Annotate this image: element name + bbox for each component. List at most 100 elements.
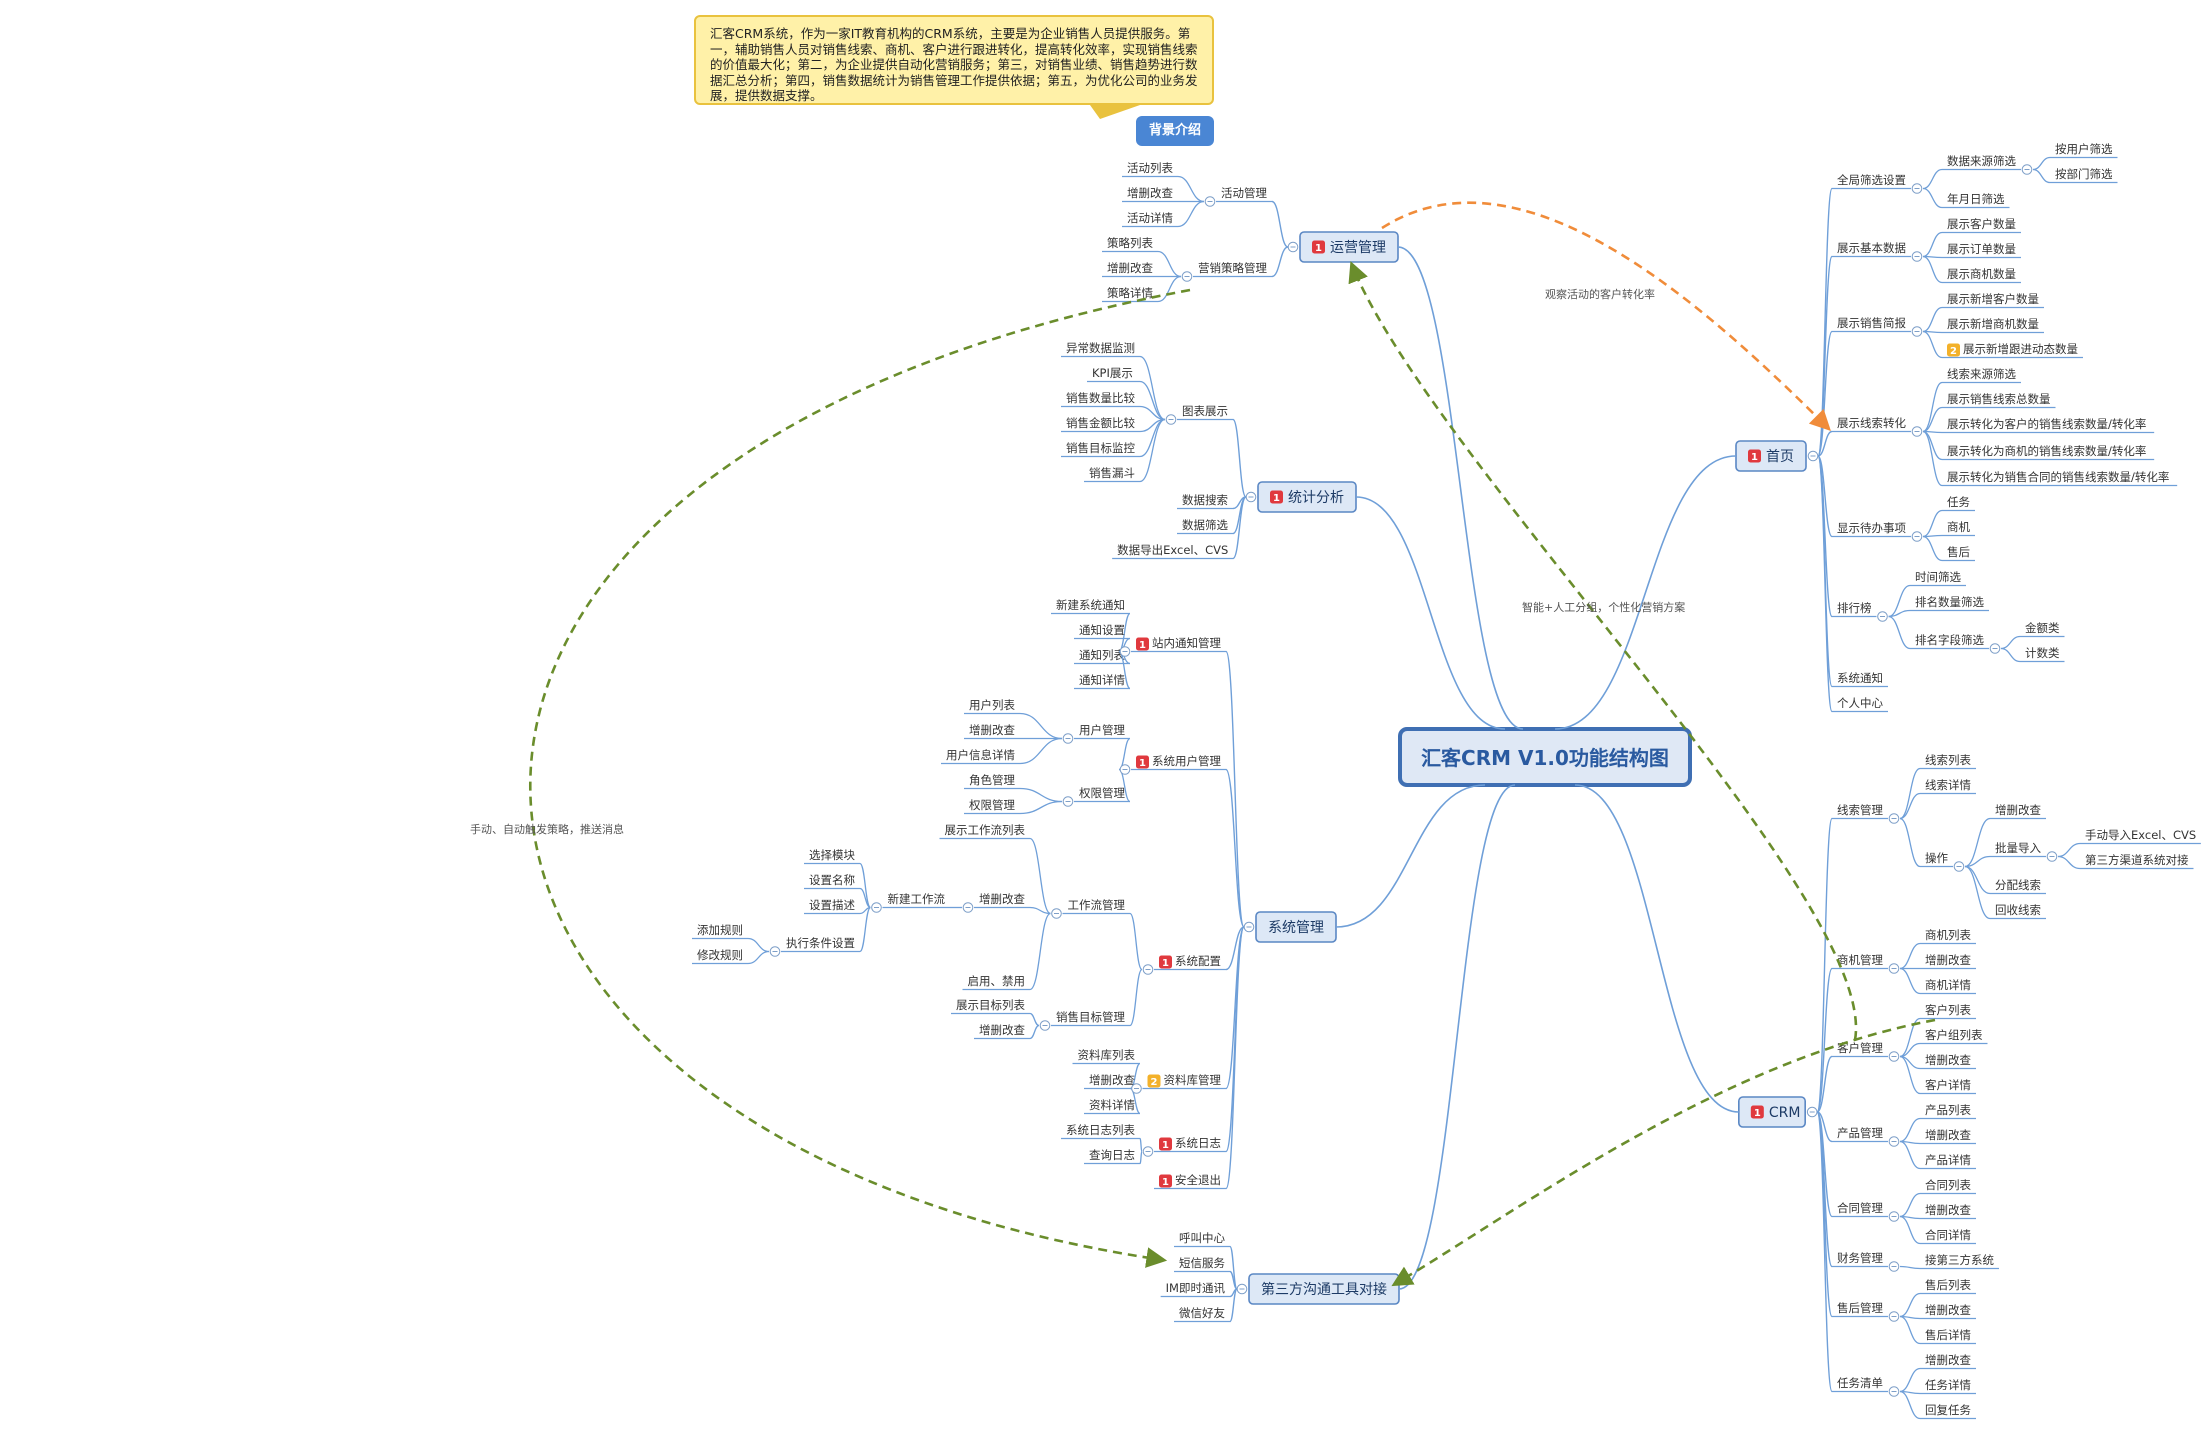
node--[interactable]: 商机详情 (1920, 978, 1976, 995)
node--[interactable]: 执行条件设置 (781, 936, 860, 953)
node--[interactable]: 新建工作流 (882, 892, 951, 909)
node--[interactable]: 展示转化为商机的销售线索数量/转化率 (1942, 444, 2155, 461)
collapse-toggle-icon[interactable] (1165, 414, 1177, 425)
node--[interactable]: 增删改查 (1084, 1073, 1140, 1090)
node--[interactable]: 售后详情 (1920, 1328, 1976, 1345)
node--[interactable]: 展示新增跟进动态数量 (1942, 342, 2083, 359)
relation-arrow-green-1[interactable] (1348, 261, 1858, 1041)
collapse-toggle-icon[interactable] (1888, 1211, 1900, 1222)
node--[interactable]: 销售金额比较 (1061, 416, 1140, 433)
node--[interactable]: 异常数据监测 (1061, 341, 1140, 358)
collapse-toggle-icon[interactable] (2021, 164, 2033, 175)
node--[interactable]: 展示客户数量 (1942, 217, 2021, 234)
relation-arrow-green-2[interactable] (529, 288, 1191, 1268)
collapse-toggle-icon[interactable] (1877, 611, 1888, 622)
node-IM-[interactable]: IM即时通讯 (1160, 1281, 1230, 1298)
collapse-toggle-icon[interactable] (1243, 921, 1255, 933)
collapse-toggle-icon[interactable] (1119, 646, 1131, 657)
node--[interactable]: 展示基本数据 (1832, 241, 1911, 258)
node--[interactable]: 微信好友 (1174, 1306, 1230, 1323)
collapse-toggle-icon[interactable] (1806, 1106, 1818, 1118)
node--[interactable]: 售后列表 (1920, 1278, 1976, 1295)
collapse-toggle-icon[interactable] (1142, 964, 1154, 975)
node--[interactable]: 回收线索 (1990, 903, 2046, 920)
node--[interactable]: 资料库管理 (1142, 1073, 1227, 1090)
node--[interactable]: 用户管理 (1074, 723, 1130, 740)
node--[interactable]: 销售数量比较 (1061, 391, 1140, 408)
node--[interactable]: 排名数量筛选 (1910, 595, 1989, 612)
node--[interactable]: 线索列表 (1920, 753, 1976, 770)
node--[interactable]: 短信服务 (1174, 1256, 1230, 1273)
node--[interactable]: 权限管理 (1074, 786, 1130, 803)
root-topic[interactable]: 汇客CRM V1.0功能结构图 (1398, 727, 1692, 787)
node--[interactable]: 新建系统通知 (1051, 598, 1130, 615)
node--[interactable]: 资料库列表 (1072, 1048, 1141, 1065)
topic-node--[interactable]: 第三方沟通工具对接 (1248, 1273, 1400, 1305)
node--[interactable]: 显示待办事项 (1832, 521, 1911, 538)
node--[interactable]: 通知详情 (1074, 673, 1130, 690)
node--[interactable]: 第三方渠道系统对接 (2080, 853, 2194, 870)
collapse-toggle-icon[interactable] (1204, 196, 1216, 207)
node--[interactable]: 启用、禁用 (962, 974, 1031, 991)
topic-node--[interactable]: 首页 (1735, 440, 1807, 472)
node--[interactable]: 数据搜索 (1177, 493, 1233, 510)
node--[interactable]: 呼叫中心 (1174, 1231, 1230, 1248)
topic-node--[interactable]: 系统管理 (1255, 911, 1337, 943)
node--[interactable]: 客户详情 (1920, 1078, 1976, 1095)
node--[interactable]: 任务 (1942, 495, 1975, 512)
node--[interactable]: 线索管理 (1832, 803, 1888, 820)
node--[interactable]: 产品列表 (1920, 1103, 1976, 1120)
collapse-toggle-icon[interactable] (871, 902, 882, 913)
node--[interactable]: 任务详情 (1920, 1378, 1976, 1395)
node--[interactable]: 活动列表 (1122, 161, 1178, 178)
node--[interactable]: 按用户筛选 (2050, 142, 2118, 159)
node--[interactable]: 设置名称 (804, 873, 860, 890)
node--[interactable]: 售后 (1942, 545, 1975, 562)
node--[interactable]: 商机 (1942, 520, 1975, 537)
node--[interactable]: 全局筛选设置 (1832, 173, 1911, 190)
node--[interactable]: 用户信息详情 (941, 748, 1020, 765)
node--[interactable]: 销售目标监控 (1061, 441, 1140, 458)
node--[interactable]: 设置描述 (804, 898, 860, 915)
collapse-toggle-icon[interactable] (1888, 1261, 1900, 1272)
collapse-toggle-icon[interactable] (1888, 813, 1900, 824)
node--[interactable]: 接第三方系统 (1920, 1253, 1999, 1270)
node--[interactable]: 系统用户管理 (1131, 754, 1226, 771)
node--[interactable]: 展示工作流列表 (939, 823, 1031, 840)
node--[interactable]: 策略列表 (1102, 236, 1158, 253)
collapse-toggle-icon[interactable] (1131, 1083, 1142, 1094)
node--[interactable]: 产品详情 (1920, 1153, 1976, 1170)
node--[interactable]: 修改规则 (692, 948, 748, 965)
node--[interactable]: 权限管理 (964, 798, 1020, 815)
node--[interactable]: 策略详情 (1102, 286, 1158, 303)
collapse-toggle-icon[interactable] (1287, 241, 1299, 253)
node--[interactable]: 活动管理 (1216, 186, 1272, 203)
node--[interactable]: 系统日志列表 (1061, 1123, 1140, 1140)
node--[interactable]: 客户管理 (1832, 1041, 1888, 1058)
collapse-toggle-icon[interactable] (1911, 531, 1923, 542)
collapse-toggle-icon[interactable] (769, 946, 781, 957)
node--[interactable]: 财务管理 (1832, 1251, 1888, 1268)
collapse-toggle-icon[interactable] (1888, 1311, 1900, 1322)
collapse-toggle-icon[interactable] (1236, 1283, 1248, 1295)
node--[interactable]: 销售漏斗 (1084, 466, 1140, 483)
node--[interactable]: 工作流管理 (1062, 898, 1131, 915)
node--[interactable]: 线索详情 (1920, 778, 1976, 795)
node--[interactable]: 安全退出 (1154, 1173, 1226, 1190)
collapse-toggle-icon[interactable] (1888, 963, 1900, 974)
node--[interactable]: 展示商机数量 (1942, 267, 2021, 284)
node--[interactable]: 客户组列表 (1920, 1028, 1988, 1045)
node--[interactable]: 数据来源筛选 (1942, 154, 2021, 171)
node--[interactable]: 年月日筛选 (1942, 192, 2010, 209)
node--[interactable]: 排行榜 (1832, 601, 1877, 618)
node--[interactable]: 合同列表 (1920, 1178, 1976, 1195)
collapse-toggle-icon[interactable] (1245, 491, 1257, 503)
node--[interactable]: 展示销售线索总数量 (1942, 392, 2056, 409)
node--[interactable]: 任务清单 (1832, 1376, 1888, 1393)
collapse-toggle-icon[interactable] (962, 902, 974, 913)
node--[interactable]: 系统日志 (1154, 1136, 1226, 1153)
node--[interactable]: 查询日志 (1084, 1148, 1140, 1165)
node--[interactable]: 增删改查 (964, 723, 1020, 740)
node--[interactable]: 排名字段筛选 (1910, 633, 1989, 650)
node-KPI-[interactable]: KPI展示 (1086, 366, 1140, 383)
